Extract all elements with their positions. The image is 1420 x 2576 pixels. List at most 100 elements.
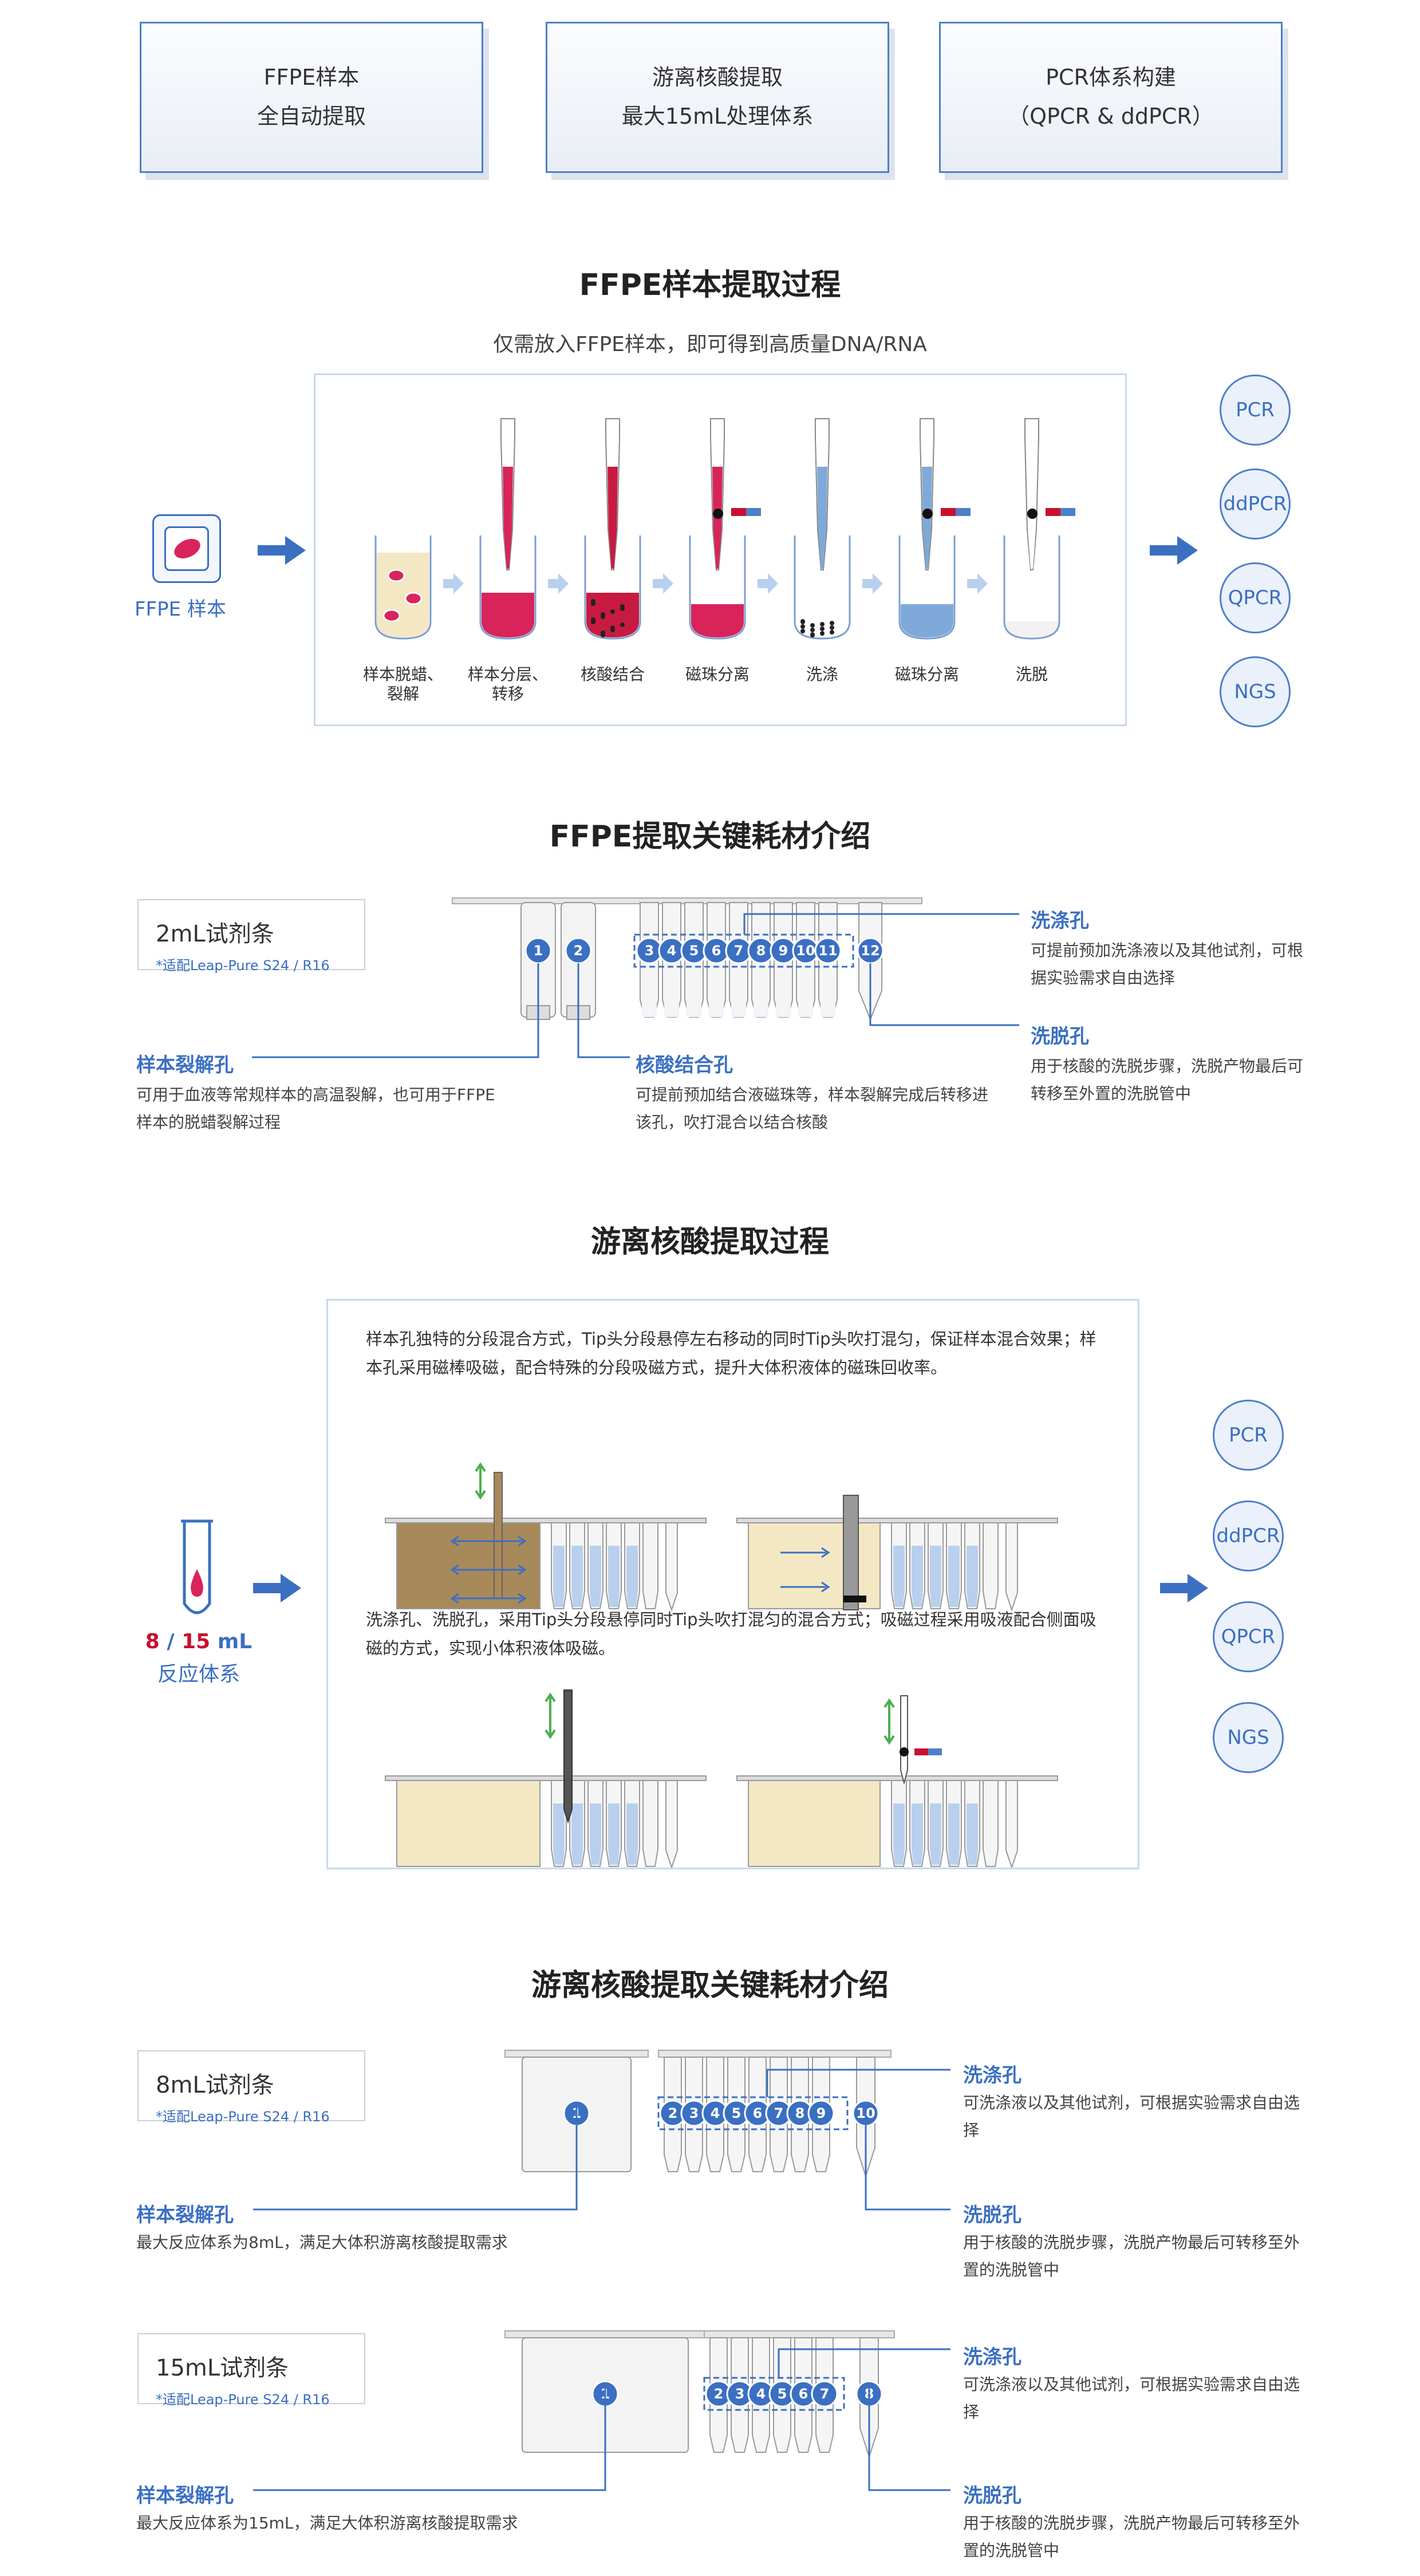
elution-tube (1005, 1780, 1018, 1868)
leader-line (868, 2384, 950, 2491)
well-liquid (731, 999, 746, 1017)
well-number: 5 (778, 2386, 787, 2402)
step-label: 核酸结合 (581, 665, 645, 684)
elute-well-desc: 用于核酸的洗脱步骤，洗脱产物最后可转移至外置的洗脱管中 (963, 2514, 1300, 2560)
wash-group-outline (703, 2377, 845, 2411)
well-number: 2 (714, 2386, 724, 2402)
pipette-liquid (608, 467, 618, 569)
well-liquid (590, 1803, 601, 1865)
kit-card-8ml: 8mL试剂条 *适配Leap-Pure S24 / R16 (137, 2050, 365, 2125)
well-liquid (912, 1803, 923, 1865)
well-number: 11 (818, 943, 837, 959)
magnetic-bead (800, 624, 805, 629)
tube-liquid (482, 593, 534, 637)
strip-rail (736, 1518, 1058, 1523)
kit-name: 8mL试剂条 (156, 2072, 274, 2098)
magnetic-bead (820, 631, 825, 636)
left-right-arrow (450, 1593, 527, 1604)
well-liquid (590, 1546, 601, 1607)
step-arrow (548, 573, 569, 594)
well (642, 1780, 658, 1867)
cfna-process-title: 游离核酸提取过程 (590, 1225, 829, 1259)
magnetic-bead (601, 615, 605, 619)
leader-line (253, 2384, 606, 2491)
bind-well-title: 核酸结合孔 (636, 1054, 733, 1077)
magnetic-bead (830, 625, 834, 630)
well-liquid (948, 1546, 960, 1607)
well-number: 5 (732, 2105, 741, 2121)
output-qpcr: QPCR (1213, 1601, 1284, 1672)
pipette-tip (900, 1695, 908, 1785)
magnet-icon (1060, 508, 1075, 516)
tube-liquid (1005, 621, 1058, 637)
wash-group-outline (657, 2096, 849, 2130)
step-arrow (443, 573, 464, 594)
well-liquid (776, 999, 791, 1017)
feature-line2: 全自动提取 (257, 104, 366, 129)
well-number: 2 (668, 2105, 678, 2121)
cfna-desc-2: 洗涤孔、洗脱孔，采用Tip头分段悬停同时Tip头吹打混匀的混合方式；吸磁过程采用… (366, 1610, 1096, 1658)
well (983, 1522, 999, 1609)
strip-rail (736, 1775, 1058, 1781)
elute-well-title: 洗脱孔 (963, 2204, 1021, 2227)
bind-well-desc: 可提前预加结合液磁珠等，样本裂解完成后转移进该孔，吹打混合以结合核酸 (636, 1085, 989, 1132)
wash-well-desc: 可洗涤液以及其他试剂，可根据实验需求自由选择 (963, 2093, 1300, 2140)
magnetic-bead (591, 601, 595, 606)
arrow-right-icon (253, 1574, 301, 1602)
magnetic-bead (810, 623, 815, 628)
well-number: 12 (861, 943, 879, 959)
elute-well-desc: 用于核酸的洗脱步骤，洗脱产物最后可转移至外置的洗脱管中 (1031, 1057, 1304, 1103)
cfna-kit-title: 游离核酸提取关键耗材介绍 (531, 1968, 889, 2003)
well-number: 7 (820, 2386, 830, 2402)
blood-tube-icon (176, 1518, 218, 1621)
bead-pellet (713, 509, 723, 519)
well-number: 4 (667, 943, 677, 959)
feature-card-ffpe: FFPE样本 全自动提取 (140, 22, 483, 173)
leader-line (743, 913, 1019, 935)
well-liquid (798, 999, 813, 1017)
well-liquid (626, 1546, 638, 1607)
ffpe-process-panel: 样本脱蜡、裂解样本分层、转移核酸结合磁珠分离洗涤磁珠分离洗脱 (314, 373, 1127, 726)
leader-line (865, 2103, 950, 2211)
output-ddpcr: ddPCR (1213, 1500, 1284, 1571)
tube-liquid (377, 553, 429, 637)
leader-line (778, 2348, 950, 2378)
well-number: 6 (753, 2105, 763, 2121)
kit-name: 2mL试剂条 (156, 921, 274, 947)
tissue-piece (382, 609, 401, 623)
well-liquid (948, 1803, 960, 1865)
volume-a: 8 (145, 1630, 160, 1653)
well (983, 1780, 999, 1867)
well-number: 10 (796, 943, 815, 959)
elution-tube (665, 1780, 678, 1868)
step-label: 转移 (492, 684, 524, 703)
elution-tube (665, 1522, 678, 1612)
strip-rail (704, 2330, 895, 2338)
elute-well-title: 洗脱孔 (963, 2484, 1021, 2507)
wash-well-title: 洗涤孔 (963, 2064, 1021, 2087)
well-liquid (687, 999, 701, 1017)
well-number: 7 (734, 943, 744, 959)
strip-rail (504, 2330, 706, 2338)
leader-line (253, 2103, 578, 2211)
well-number: 4 (756, 2386, 766, 2402)
magnetic-bead (610, 609, 615, 614)
strip-rail (658, 2050, 892, 2058)
well-liquid (709, 999, 724, 1017)
well-liquid (571, 1803, 583, 1865)
bead-pellet (900, 1747, 909, 1756)
pipette-liquid (503, 467, 513, 569)
step-label: 样本分层、 (468, 665, 548, 684)
magnet-icon (1046, 508, 1060, 516)
lysis-well-desc: 可用于血液等常规样本的高温裂解，也可用于FFPE样本的脱蜡裂解过程 (136, 1085, 495, 1132)
strip-rail (385, 1775, 707, 1781)
magnet-icon (746, 508, 761, 516)
output-ngs: NGS (1220, 656, 1291, 727)
step-label: 样本脱蜡、 (363, 665, 443, 684)
well-number-badge (807, 2100, 835, 2127)
well-liquid (967, 1803, 978, 1865)
magnetic-bead (830, 630, 834, 635)
well-liquid (930, 1546, 941, 1607)
magnet-icon (914, 1748, 928, 1755)
